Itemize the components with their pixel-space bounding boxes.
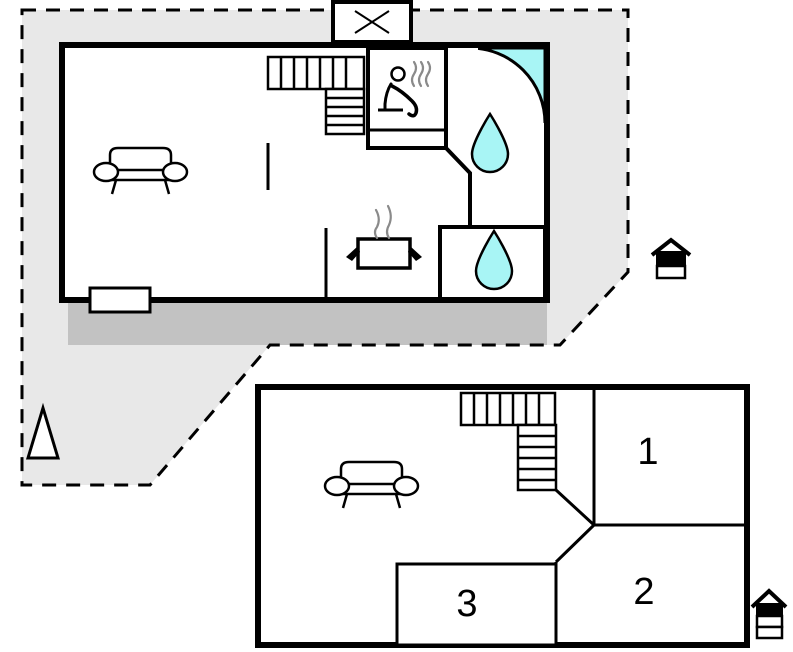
sofa-arm-left bbox=[323, 475, 351, 497]
upper-level-house-group bbox=[25, 42, 550, 460]
room-3 bbox=[395, 562, 558, 647]
diagonal-wall-upper bbox=[554, 488, 596, 527]
window-element bbox=[88, 286, 152, 314]
sofa-arm-right bbox=[392, 475, 420, 497]
house-icon-roof bbox=[750, 588, 788, 609]
sofa-backrest bbox=[108, 146, 173, 182]
sofa-leg-right bbox=[394, 493, 402, 509]
ground-level-house-group: 1 2 3 bbox=[255, 384, 750, 648]
shower-quarter-circle-icon bbox=[478, 48, 546, 123]
terrace-box-group bbox=[331, 0, 413, 44]
sauna-person-head bbox=[390, 66, 406, 82]
staircase-icon bbox=[459, 391, 558, 492]
sauna-steam-line-1 bbox=[410, 60, 418, 88]
water-drop-icon-lower bbox=[474, 228, 514, 291]
house-icon-upper-band bbox=[656, 251, 686, 267]
water-drop-icon-upper bbox=[470, 111, 510, 174]
room-label-3: 3 bbox=[456, 583, 477, 625]
property-boundary bbox=[20, 8, 630, 487]
terrace-cross-line-2 bbox=[354, 10, 390, 34]
sauna-icon bbox=[378, 60, 432, 118]
sofa-leg-left bbox=[341, 493, 349, 509]
pot-handle-right bbox=[408, 246, 422, 261]
house-icon-upper-level bbox=[650, 237, 692, 280]
sofa-leg-right bbox=[163, 179, 171, 195]
sofa-icon bbox=[323, 460, 420, 509]
staircase-horizontal-run bbox=[266, 55, 366, 91]
house-icon-roof bbox=[650, 237, 692, 257]
house-icon-lower-band bbox=[755, 625, 784, 640]
house-icon-ground-level bbox=[750, 588, 788, 640]
sauna-steam-line-2 bbox=[417, 60, 425, 88]
sofa-arm-left bbox=[92, 161, 120, 183]
staircase-icon bbox=[266, 55, 366, 136]
sofa-arm-right bbox=[161, 161, 189, 183]
terrace-area bbox=[68, 300, 547, 345]
pot-body bbox=[356, 237, 412, 270]
sauna-person-legs bbox=[390, 84, 419, 118]
sauna-steam-line-3 bbox=[424, 60, 432, 88]
cooking-pot-icon bbox=[346, 204, 422, 270]
sofa-leg-left bbox=[110, 179, 118, 195]
tree-icon bbox=[25, 402, 61, 460]
staircase-vertical-run bbox=[324, 87, 366, 136]
diagonal-wall-lower bbox=[554, 523, 596, 564]
sofa-icon bbox=[92, 146, 189, 195]
house-icon-upper-band bbox=[756, 603, 783, 617]
sauna-person-back bbox=[383, 82, 393, 112]
pot-steam-line-2 bbox=[385, 204, 392, 240]
house-icon-middle-band bbox=[755, 614, 784, 629]
pot-handle-left bbox=[346, 246, 360, 261]
room-label-1: 1 bbox=[637, 431, 658, 473]
house-icon-lower-band bbox=[655, 264, 687, 280]
pot-steam-line-1 bbox=[373, 208, 380, 240]
sofa-backrest bbox=[339, 460, 404, 496]
room-label-2: 2 bbox=[633, 571, 654, 613]
